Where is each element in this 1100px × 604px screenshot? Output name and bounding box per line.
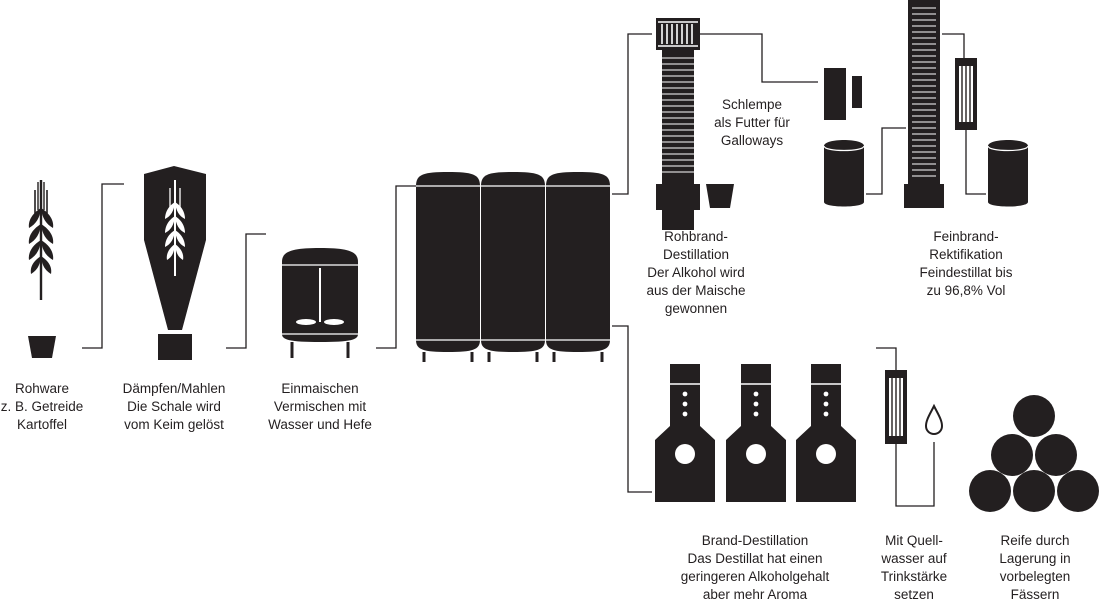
connector-line bbox=[876, 347, 897, 370]
raw-distillation-column-icon bbox=[655, 17, 701, 231]
fermentation-tank-icon bbox=[414, 170, 482, 364]
pot-still-icon bbox=[795, 363, 857, 503]
connector-line bbox=[895, 442, 935, 507]
column-tray-lines bbox=[912, 7, 936, 177]
connector-line bbox=[965, 130, 986, 195]
step-label-rohbrand: Rohbrand- Destillation Der Alkohol wird … bbox=[646, 229, 746, 316]
step-label-rohware: Rohware z. B. Getreide Kartoffel bbox=[0, 381, 84, 432]
connector-line bbox=[612, 325, 652, 493]
fermentation-tank-icon bbox=[479, 170, 547, 364]
wheat-icon bbox=[27, 178, 55, 302]
pot-still-icon bbox=[654, 363, 716, 503]
schlempe-vessel-icon bbox=[706, 184, 734, 208]
pot-still-icon bbox=[725, 363, 787, 503]
product-tank-icon bbox=[987, 140, 1029, 207]
connector-line bbox=[226, 233, 266, 349]
step-label-feinbrand: Feinbrand- Rektifikation Feindestillat b… bbox=[919, 229, 1013, 298]
condenser-icon bbox=[955, 58, 977, 130]
connector-line bbox=[942, 33, 965, 58]
connector-line bbox=[866, 127, 906, 195]
step-label-brand: Brand-Destillation Das Destillat hat ein… bbox=[680, 533, 830, 602]
fermentation-tank-icon bbox=[544, 170, 612, 364]
separator-tank-icon bbox=[824, 68, 846, 120]
vessel-icon bbox=[28, 336, 56, 358]
barrels-icon bbox=[969, 395, 1099, 512]
step-label-schlempe: Schlempe als Futter für Galloways bbox=[714, 97, 790, 148]
separator-small-icon bbox=[852, 76, 862, 108]
dilution-filter-icon bbox=[885, 370, 907, 444]
mill-hopper-icon bbox=[144, 166, 206, 360]
step-label-einmaischen: Einmaischen Vermischen mit Wasser und He… bbox=[268, 381, 372, 432]
connector-line bbox=[612, 33, 652, 195]
connector-line bbox=[376, 185, 416, 349]
collector-tank-icon bbox=[823, 140, 865, 207]
column-tray-lines bbox=[662, 57, 694, 173]
water-drop-icon bbox=[924, 403, 944, 436]
connector-line bbox=[82, 183, 124, 349]
mash-tun-icon bbox=[282, 248, 358, 358]
step-label-daempfen: Dämpfen/Mahlen Die Schale wird vom Keim … bbox=[122, 381, 226, 432]
step-label-quellwasser: Mit Quell- wasser auf Trinkstärke setzen bbox=[880, 533, 948, 602]
step-label-reife: Reife durch Lagerung in vorbelegten Fäss… bbox=[999, 533, 1071, 602]
connector-line bbox=[700, 33, 818, 83]
